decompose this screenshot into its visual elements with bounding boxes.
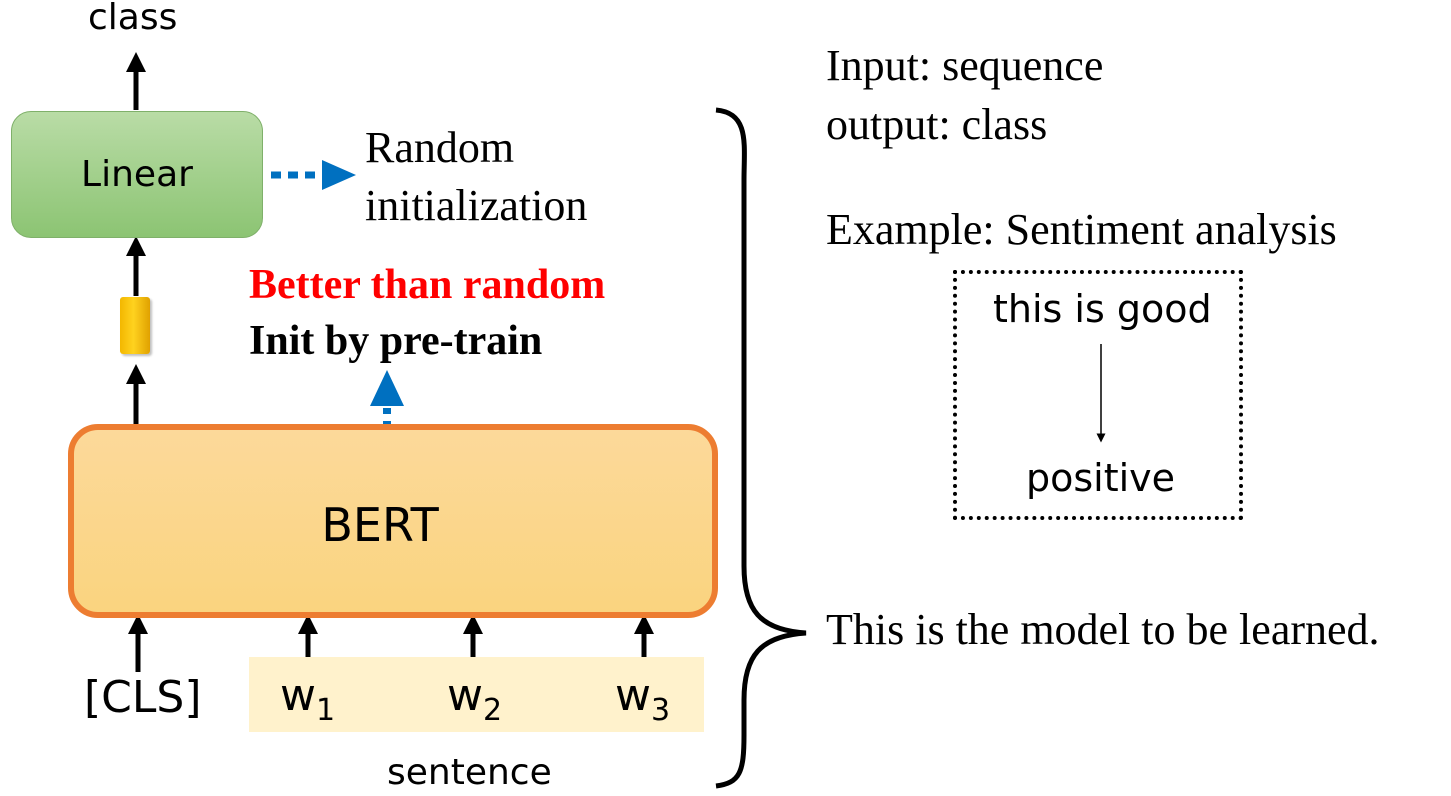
dashed-arrow-pretrain-head (370, 370, 404, 406)
sentence-label: sentence (387, 752, 552, 793)
random-init-line2: initialization (365, 181, 588, 230)
bert-box: BERT (68, 424, 718, 618)
model-to-learn-note: This is the model to be learned. (826, 605, 1380, 654)
example-box (953, 270, 1243, 520)
cls-token: [CLS] (84, 672, 202, 723)
task-output-label: output: class (826, 100, 1048, 149)
task-input-label: Input: sequence (826, 41, 1104, 90)
example-title: Example: Sentiment analysis (826, 205, 1337, 254)
linear-label: Linear (81, 154, 193, 195)
output-class-label: class (88, 0, 178, 38)
token-w3: w3 (615, 670, 671, 728)
linear-layer-box: Linear (11, 111, 263, 238)
token-w1: w1 (280, 670, 336, 728)
bert-label: BERT (321, 498, 439, 552)
init-by-pretrain-label: Init by pre-train (249, 318, 543, 364)
random-init-line1: Random (365, 123, 515, 172)
cls-output-vector (120, 297, 150, 354)
dashed-arrow-random-init-head (322, 160, 356, 190)
token-w2: w2 (447, 670, 503, 728)
curly-brace (715, 107, 807, 789)
sentence-highlight (249, 657, 704, 732)
better-than-random-label: Better than random (249, 262, 606, 308)
example-output-text: positive (1026, 456, 1176, 500)
example-input-text: this is good (993, 287, 1212, 331)
